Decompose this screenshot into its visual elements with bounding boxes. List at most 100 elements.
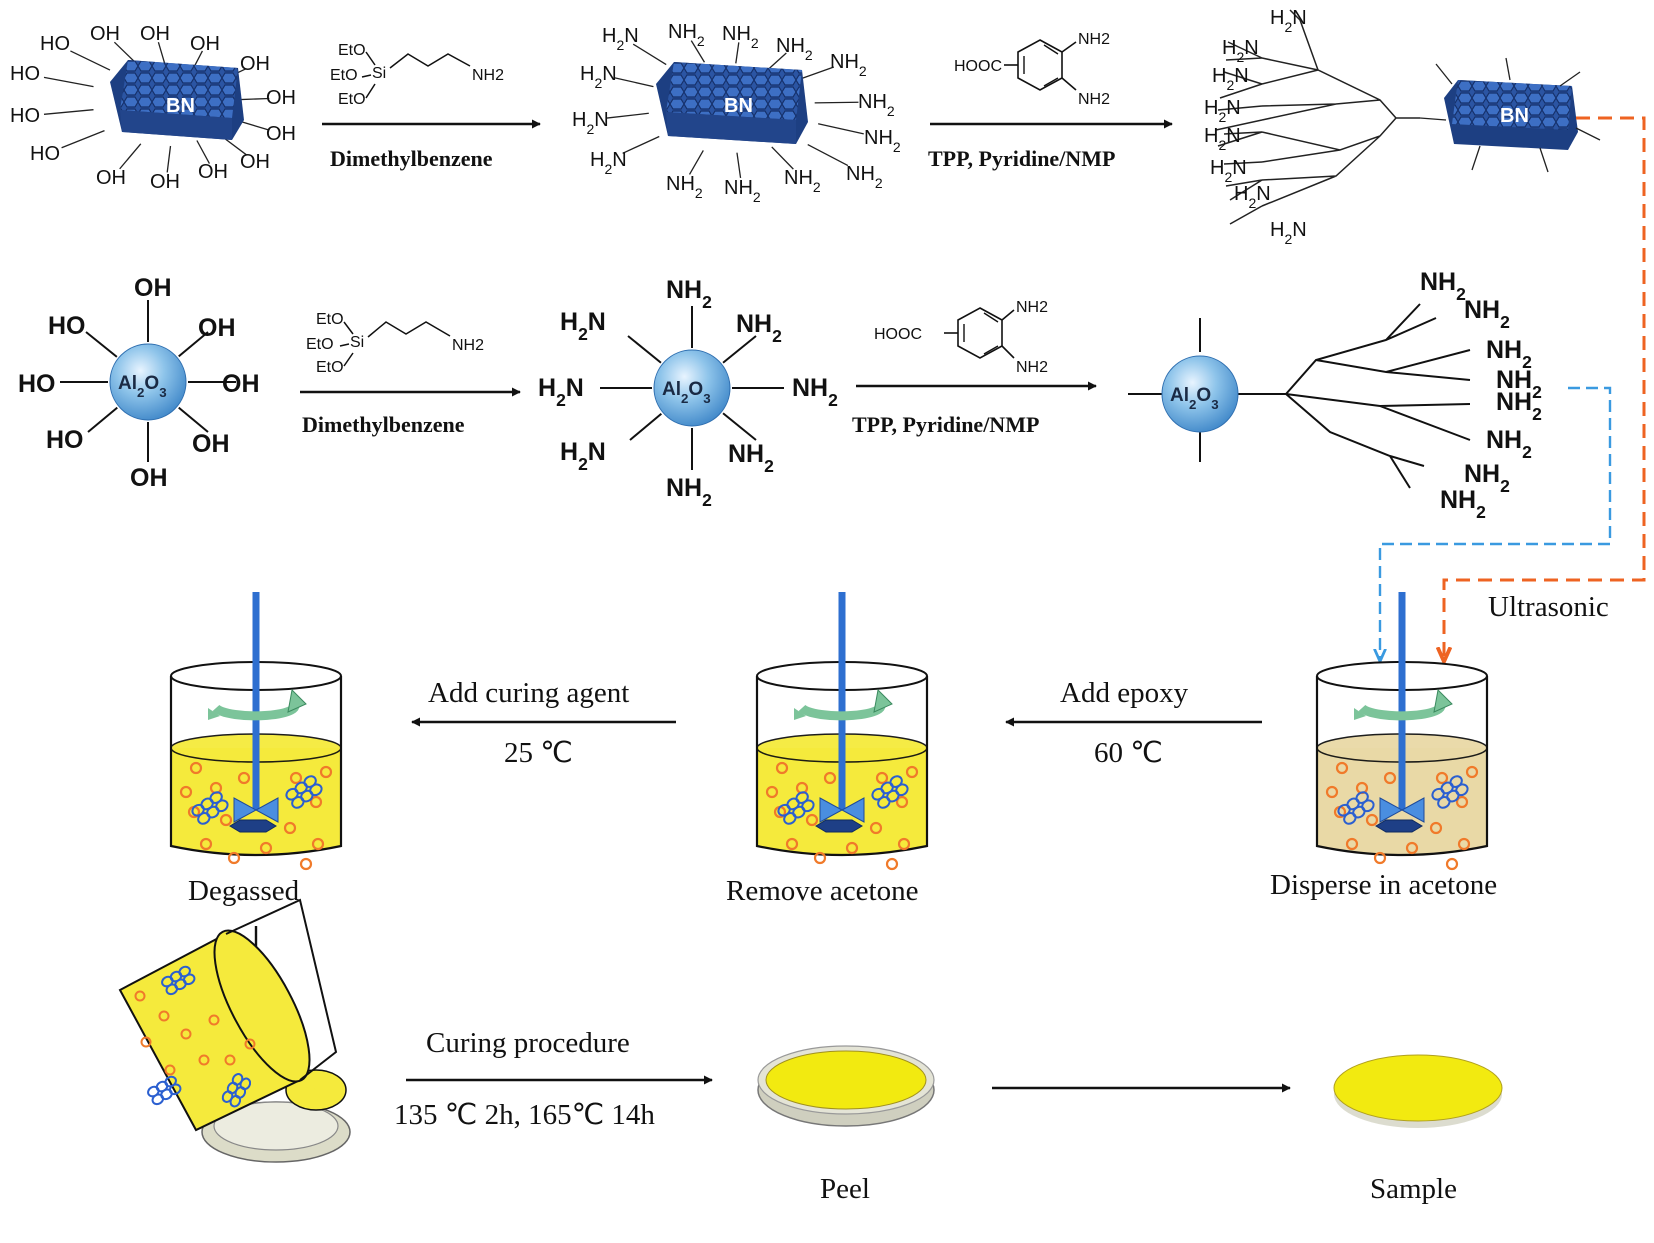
al2o3-dendrimer-nh2: NH2 (1440, 486, 1486, 522)
bn-core-label-3: BN (1500, 105, 1529, 127)
stirrer-blade (819, 797, 865, 823)
diaminobenzoic-acid-bn: HOOC NH2 NH2 (954, 31, 1110, 108)
bn-platelet (871, 775, 909, 809)
filler-particle (813, 851, 827, 865)
bn-nh2-group: NH2 (784, 167, 821, 195)
al2o3-oh-group: HO (46, 426, 84, 454)
al2o3-filler-transfer-line (1380, 386, 1612, 660)
filler-particle (1325, 785, 1339, 799)
al2o3-nh2-group: NH2 (666, 276, 712, 312)
acid-group: HOOC (954, 58, 1002, 75)
amine-top: NH2 (1078, 31, 1110, 48)
silane-al-eto-2: EtO (306, 336, 334, 353)
filler-particle (311, 837, 325, 851)
mixing-beakers (169, 592, 1489, 871)
bn-oh-group: OH (140, 23, 170, 45)
al2o3-dendrimer-nh2: NH2 (1496, 366, 1542, 402)
al-step2-label: TPP, Pyridine/NMP (852, 412, 1039, 437)
bn-core-label: BN (166, 95, 195, 117)
add-curing-agent-label: Add curing agent (428, 677, 629, 709)
sample-label: Sample (1370, 1173, 1457, 1205)
bn-oh-group: OH (240, 151, 270, 173)
add-epoxy-label: Add epoxy (1060, 677, 1189, 709)
al2o3-nh2-group: NH2 (792, 374, 838, 410)
filler-particle (227, 851, 241, 865)
al2o3-dendrimer-nh2: NH2 (1486, 426, 1532, 462)
al2o3-oh-group: OH (134, 274, 172, 302)
bn-platelet (285, 775, 323, 809)
al2o3-core-label: Al2O3 (118, 373, 167, 400)
disperse-in-acetone-label: Disperse in acetone (1270, 869, 1497, 901)
al2o3-nh2-group: NH2 (666, 474, 712, 510)
bn-step2-label: TPP, Pyridine/NMP (928, 146, 1115, 171)
degassed-label: Degassed (188, 875, 300, 907)
filler-particle (895, 795, 909, 809)
beaker-degassed (169, 592, 343, 871)
filler-particle (1405, 841, 1419, 855)
al2o3-particle-3 (1161, 355, 1239, 433)
al2o3-oh-group: OH (198, 314, 236, 342)
bn-platelet (147, 1075, 182, 1106)
bn-oh-group: HO (10, 63, 40, 85)
amine-bottom-al: NH2 (1016, 359, 1048, 376)
al2o3-oh-group: OH (130, 464, 168, 492)
bn-oh-group: HO (10, 105, 40, 127)
diaminobenzoic-acid-al: HOOC NH2 NH2 (874, 299, 1048, 376)
filler-particle (199, 837, 213, 851)
filler-particle (785, 837, 799, 851)
bn-platelet (221, 1073, 252, 1108)
filler-particle (244, 1038, 256, 1050)
beaker-remove-acetone (755, 592, 929, 871)
epoxy-temperature: 60 ℃ (1094, 737, 1163, 769)
filler-particle (189, 761, 203, 775)
filler-particle (775, 761, 789, 775)
silane-al-eto-3: EtO (316, 359, 344, 376)
bn-platelet (191, 791, 229, 825)
bn-oh-group: OH (266, 123, 296, 145)
bn-nh2-group: H2N (602, 25, 639, 53)
cured-disc-in-mould (757, 1045, 935, 1127)
filler-particle (1429, 821, 1443, 835)
bn-sheet-graphic-2 (656, 62, 808, 144)
filler-particle (1465, 765, 1479, 779)
silane-al-amine: NH2 (452, 337, 484, 354)
bn-platelet (1431, 775, 1469, 809)
bn-oh-group: OH (190, 33, 220, 55)
filler-particle (897, 837, 911, 851)
silane-eto-3: EtO (338, 91, 366, 108)
acid-group-al: HOOC (874, 326, 922, 343)
bn-sheet-graphic (110, 60, 244, 140)
amine-bottom: NH2 (1078, 91, 1110, 108)
filler-particle (875, 771, 889, 785)
filler-particle (134, 990, 146, 1002)
bn-nh2-group: NH2 (668, 21, 705, 49)
al2o3-nh2-group: H2N (560, 308, 606, 344)
filler-particle (1345, 837, 1359, 851)
bn-dendrimer-h2n: H2N (1270, 219, 1307, 247)
silane-al-si: Si (350, 334, 364, 351)
silane-eto-2: EtO (330, 67, 358, 84)
al2o3-particle-2 (653, 349, 731, 427)
bn-dendrimer-h2n: H2N (1222, 37, 1259, 65)
bn-nh2-group: NH2 (666, 173, 703, 201)
filler-particle (905, 765, 919, 779)
bn-nh2-group: NH2 (830, 51, 867, 79)
al2o3-core-label-3: Al2O3 (1170, 385, 1219, 412)
filler-particle (1435, 771, 1449, 785)
al2o3-nh2-group: NH2 (728, 440, 774, 476)
filler-particle (180, 1028, 192, 1040)
bn-nh2-group: NH2 (846, 163, 883, 191)
bn-oh-group: OH (240, 53, 270, 75)
bn-nh2-group: NH2 (724, 177, 761, 205)
peel-label: Peel (820, 1173, 870, 1205)
bn-nh2-group: NH2 (864, 127, 901, 155)
al2o3-dendrimer-nh2: NH2 (1464, 460, 1510, 496)
filler-particle (224, 1054, 236, 1066)
al2o3-nh2-group: NH2 (736, 310, 782, 346)
bn-platelet (1337, 791, 1375, 825)
